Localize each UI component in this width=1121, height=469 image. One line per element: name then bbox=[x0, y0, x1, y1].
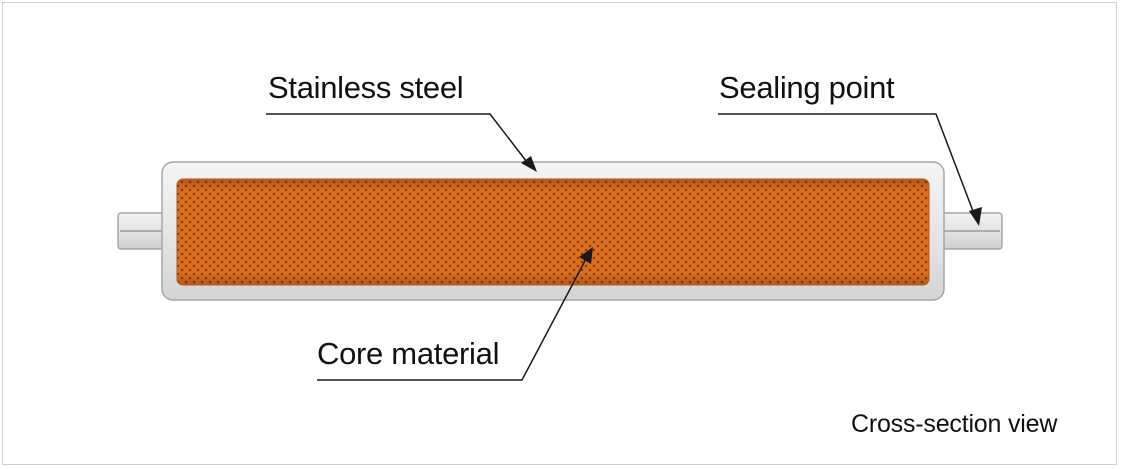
sealing-point-leader bbox=[718, 113, 982, 226]
sealing-point-arrowhead-icon bbox=[969, 207, 982, 226]
core-material-leader bbox=[317, 247, 593, 381]
core-material-arrowhead-icon bbox=[579, 247, 593, 264]
core-material-label: Core material bbox=[317, 336, 500, 371]
stainless-steel-leader bbox=[266, 113, 537, 172]
view-caption: Cross-section view bbox=[851, 410, 1058, 438]
sealing-point-label: Sealing point bbox=[719, 70, 895, 105]
stainless-steel-label: Stainless steel bbox=[268, 70, 464, 105]
stainless-steel-arrowhead-icon bbox=[521, 156, 537, 172]
left-end-tab bbox=[117, 212, 169, 250]
core-material-fill bbox=[176, 178, 930, 286]
